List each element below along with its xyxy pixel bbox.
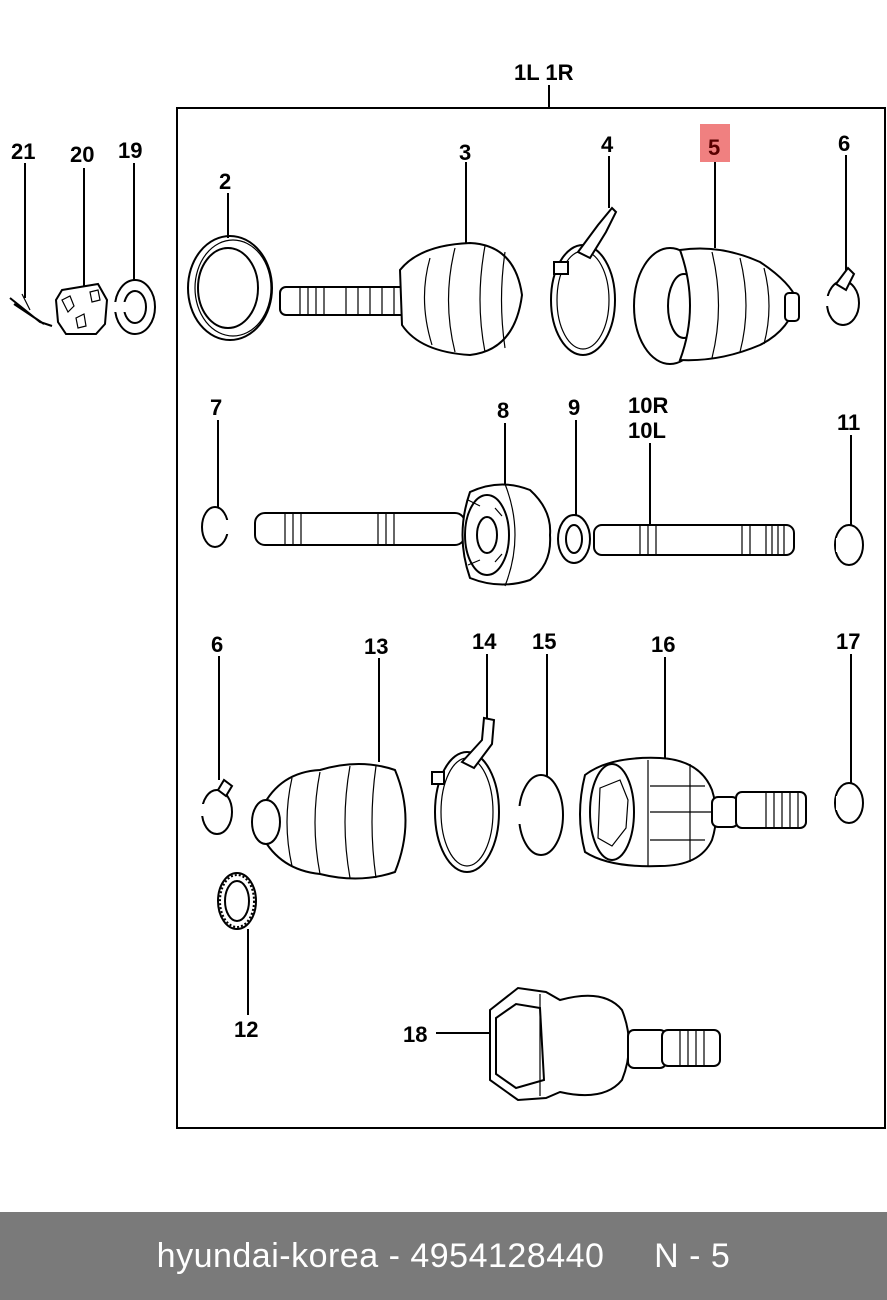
part-21-cotter-pin[interactable] [9, 293, 53, 327]
label-8: 8 [497, 398, 509, 423]
label-3: 3 [459, 140, 471, 165]
part-11-circlip[interactable] [834, 524, 864, 566]
assembly-label: 1L 1R [514, 60, 574, 85]
part-8-inner-race-cage[interactable] [254, 483, 552, 587]
label-14: 14 [472, 629, 497, 654]
part-20-castle-nut[interactable] [54, 282, 109, 335]
label-19: 19 [118, 138, 142, 163]
part-12-tone-wheel[interactable] [217, 872, 257, 930]
part-5-highlight [700, 124, 730, 162]
part-19-washer[interactable] [112, 279, 156, 335]
label-7: 7 [210, 395, 222, 420]
part-14-boot-band[interactable] [431, 716, 500, 873]
label-21: 21 [11, 139, 35, 164]
part-4-boot-band[interactable] [550, 206, 618, 356]
part-17-circlip[interactable] [834, 782, 864, 824]
part-2-dust-cover-ring[interactable] [187, 235, 273, 341]
part-9-stopper-ring[interactable] [557, 514, 591, 564]
label-2: 2 [219, 169, 231, 194]
part-5-cv-boot[interactable] [633, 247, 800, 365]
part-10-drive-shaft[interactable] [593, 524, 795, 556]
label-18: 18 [403, 1022, 427, 1047]
label-12: 12 [234, 1017, 258, 1042]
footer-bar: hyundai-korea - 4954128440 N - 5 [0, 1212, 887, 1300]
label-13: 13 [364, 634, 388, 659]
part-6-boot-clip-upper[interactable] [826, 266, 860, 326]
label-9: 9 [568, 395, 580, 420]
part-6-boot-clip-lower[interactable] [200, 778, 234, 835]
label-10r: 10R [628, 393, 668, 418]
part-16-inner-cv-housing[interactable] [579, 756, 807, 868]
assembly-frame [176, 107, 886, 1129]
part-7-circlip[interactable] [201, 506, 232, 548]
label-5: 5 [708, 135, 720, 160]
label-15: 15 [532, 629, 556, 654]
label-6-upper: 6 [838, 131, 850, 156]
label-4: 4 [601, 132, 614, 157]
label-6-lower: 6 [211, 632, 223, 657]
footer-text: hyundai-korea - 4954128440 N - 5 [156, 1236, 731, 1275]
label-16: 16 [651, 632, 675, 657]
label-17: 17 [836, 629, 860, 654]
part-3-outer-cv-joint[interactable] [279, 241, 524, 357]
part-18-cv-joint-housing[interactable] [489, 986, 721, 1102]
label-11: 11 [837, 410, 860, 435]
label-20: 20 [70, 142, 94, 167]
exploded-parts-diagram: 1L 1R 21 20 19 2 3 4 [9, 60, 886, 1129]
label-10l: 10L [628, 418, 666, 443]
part-13-inner-boot[interactable] [251, 763, 407, 880]
part-15-circlip[interactable] [512, 774, 564, 856]
